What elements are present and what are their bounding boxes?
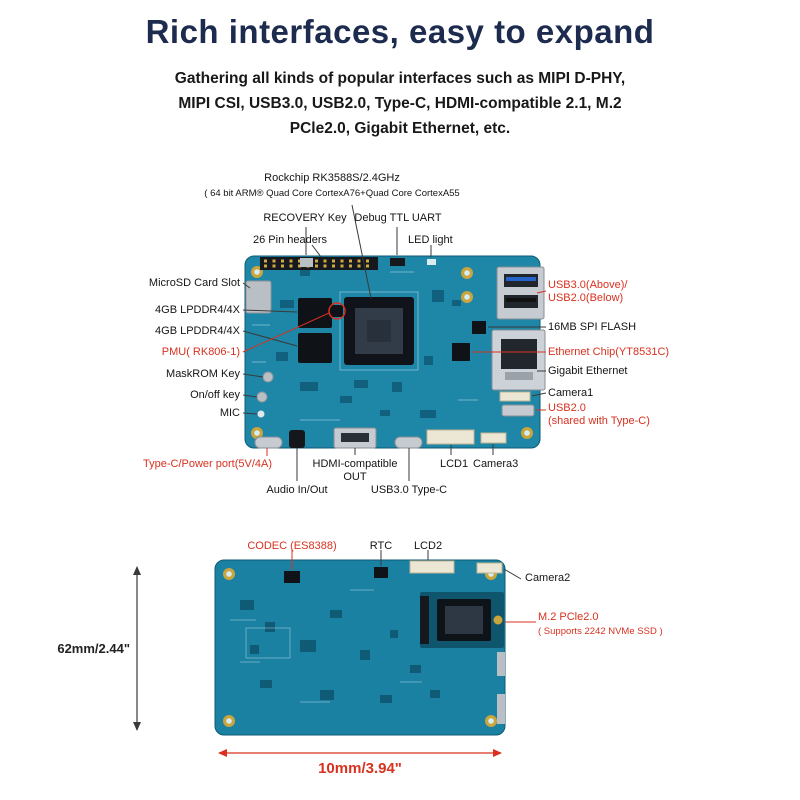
onoff-button bbox=[256, 391, 268, 403]
label-camera3: Camera3 bbox=[473, 458, 519, 470]
label-pmu: PMU( RK806-1) bbox=[161, 346, 240, 358]
label-maskrom-key: MaskROM Key bbox=[166, 368, 240, 380]
edge-shield-2 bbox=[497, 694, 505, 724]
m2-slot bbox=[420, 592, 504, 648]
ram-chip-1 bbox=[298, 298, 332, 328]
lcd2-connector bbox=[409, 560, 455, 574]
mic-component bbox=[257, 410, 265, 418]
ethernet-chip bbox=[452, 343, 470, 361]
label-on-off-key: On/off key bbox=[190, 389, 240, 401]
label-recovery-key: RECOVERY Key bbox=[263, 212, 347, 224]
codec-chip bbox=[284, 571, 300, 583]
label-dim-width: 10mm/3.94" bbox=[318, 760, 402, 777]
page-title: Rich interfaces, easy to expand bbox=[145, 13, 655, 50]
gpio-header bbox=[260, 257, 378, 270]
label-usb2-shared: USB2.0 (shared with Type-C) bbox=[548, 402, 650, 427]
led bbox=[427, 259, 436, 265]
label-spi-flash: 16MB SPI FLASH bbox=[548, 321, 637, 333]
pcb-texture-bottom bbox=[240, 600, 440, 703]
leader-lines-red bbox=[242, 290, 547, 623]
label-ram-1: 4GB LPDDR4/4X bbox=[155, 304, 240, 316]
label-dim-height: 62mm/2.44" bbox=[57, 641, 130, 656]
pmu-chip bbox=[331, 305, 343, 317]
label-ethernet-chip: Ethernet Chip(YT8531C) bbox=[548, 346, 670, 358]
label-camera1: Camera1 bbox=[548, 387, 594, 399]
mounting-holes-bottom bbox=[223, 568, 497, 727]
typec-power-connector bbox=[254, 436, 283, 449]
recovery-button bbox=[300, 258, 313, 267]
leader-lines-dark bbox=[242, 204, 547, 580]
audio-jack bbox=[289, 430, 305, 448]
label-usb3-usb2: USB3.0(Above)/ USB2.0(Below) bbox=[548, 279, 628, 304]
label-codec: CODEC (ES8388) bbox=[247, 540, 337, 552]
rtc-chip bbox=[374, 567, 388, 578]
label-audio-in-out: Audio In/Out bbox=[266, 484, 328, 496]
label-ram-2: 4GB LPDDR4/4X bbox=[155, 325, 240, 337]
dimension-arrows bbox=[133, 566, 502, 757]
label-hdmi-out: HDMI-compatible OUT bbox=[312, 458, 398, 483]
usb3-stack-connector bbox=[496, 266, 545, 320]
label-gigabit-ethernet: Gigabit Ethernet bbox=[548, 365, 628, 377]
label-cpu-cores: ( 64 bit ARM® Quad Core CortexA76+Quad C… bbox=[204, 188, 460, 199]
label-microsd-card-slot: MicroSD Card Slot bbox=[148, 277, 240, 289]
page-subtitle: Gathering all kinds of popular interface… bbox=[174, 70, 626, 137]
camera1-connector bbox=[499, 391, 531, 402]
silkscreen-top bbox=[252, 271, 478, 421]
bottom-board-graphic bbox=[214, 559, 506, 736]
usb3-typec-connector bbox=[394, 436, 423, 449]
top-board-graphic bbox=[244, 255, 546, 449]
hdmi-connector bbox=[333, 427, 377, 449]
camera2-connector bbox=[476, 562, 503, 574]
debug-uart-pins bbox=[390, 258, 405, 266]
ram-chip-2 bbox=[298, 333, 332, 363]
label-type-c-power: Type-C/Power port(5V/4A) bbox=[143, 458, 272, 470]
silkscreen-bottom bbox=[230, 589, 422, 703]
pcb-texture-top bbox=[276, 270, 461, 418]
label-camera2: Camera2 bbox=[525, 572, 571, 584]
ethernet-jack bbox=[491, 329, 546, 391]
label-lcd1: LCD1 bbox=[440, 458, 469, 470]
label-26-pin-headers: 26 Pin headers bbox=[253, 234, 327, 246]
label-m2-note: ( Supports 2242 NVMe SSD ) bbox=[538, 626, 663, 637]
usb2-connector bbox=[501, 404, 535, 417]
lcd1-connector bbox=[426, 429, 475, 445]
label-mic: MIC bbox=[219, 407, 240, 419]
spi-flash-chip bbox=[472, 321, 486, 334]
label-lcd2: LCD2 bbox=[413, 540, 443, 552]
camera3-connector bbox=[480, 432, 507, 444]
label-m2-pcie: M.2 PCle2.0 bbox=[538, 611, 599, 623]
maskrom-button bbox=[262, 371, 274, 383]
label-led-light: LED light bbox=[408, 234, 453, 246]
label-debug-ttl-uart: Debug TTL UART bbox=[354, 212, 442, 224]
edge-shield-1 bbox=[497, 652, 505, 676]
cpu-chip bbox=[344, 297, 414, 365]
microsd-slot bbox=[245, 280, 272, 314]
label-rockchip-cpu: Rockchip RK3588S/2.4GHz bbox=[264, 172, 400, 184]
label-rtc: RTC bbox=[369, 540, 393, 552]
label-usb3-type-c: USB3.0 Type-C bbox=[370, 484, 448, 496]
mounting-holes-top bbox=[251, 266, 533, 439]
